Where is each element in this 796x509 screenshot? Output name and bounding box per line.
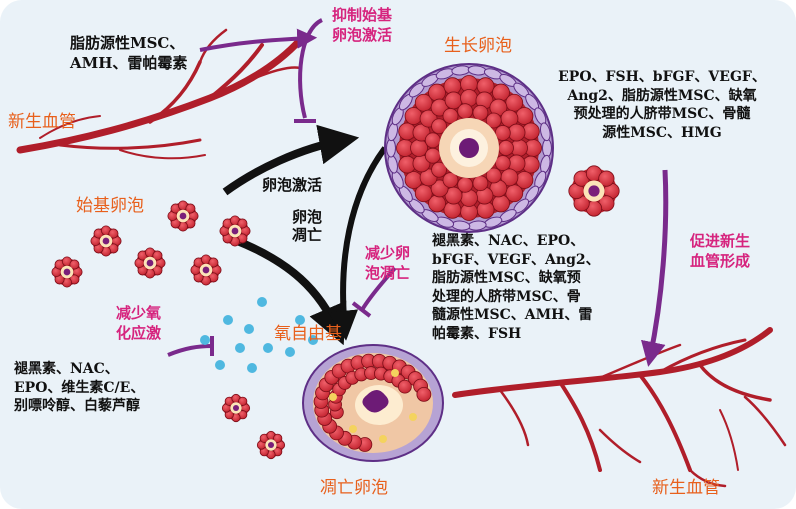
apoptosis-label-line1: 卵泡 [292,208,323,226]
inhibit-activation-pointer-arrow [199,28,318,52]
primordial-follicle-5 [190,254,222,286]
agent-line: 脂肪源性MSC、缺氧预 [432,270,581,287]
ros-label: 氧自由基 [274,324,342,344]
inhibit-activation-line1: 抑制始基 [332,6,393,24]
reduce-oxidative-line1: 减少氧 [116,304,162,322]
antioxidant-agents: 褪黑素、NAC、 EPO、维生素C/E、 别嘌呤醇、白藜芦醇 [14,360,144,416]
apoptosis-label: 卵泡 凋亡 [292,208,322,245]
agent-line: EPO、FSH、bFGF、VEGF、 [558,69,766,85]
agent-line: 脂肪源性MSC、 [70,34,185,52]
anti-apoptosis-agents: 褪黑素、NAC、EPO、 bFGF、VEGF、Ang2、 脂肪源性MSC、缺氧预… [432,232,600,344]
reduce-oxidative-arrow [167,336,214,357]
agent-line: 褪黑素、NAC、 [14,361,119,377]
agent-line: 预处理的人脐带MSC、骨髓 [573,106,751,123]
reduce-apoptosis-effect: 减少卵 泡凋亡 [365,244,410,283]
new-vessel-top-label: 新生血管 [8,112,76,132]
angiogenesis-arrow [640,169,669,367]
new-vessel-bottom-illustration [452,327,787,488]
agent-line: AMH、雷帕霉素 [70,53,188,72]
activation-label: 卵泡激活 [262,176,323,194]
new-vessel-top-illustration [16,28,304,160]
primordial-follicle-1 [90,225,122,257]
ros-dots [200,297,318,373]
early-growing-follicle [568,165,620,217]
agent-line: Ang2、脂肪源性MSC、缺氧 [567,87,757,104]
inhibit-activation-agents: 脂肪源性MSC、 AMH、雷帕霉素 [70,34,187,74]
reduce-apoptosis-line1: 减少卵 [365,244,411,262]
primordial-follicle-2 [167,200,199,232]
angiogenesis-line2: 血管形成 [690,251,751,270]
reduce-oxidative-effect: 减少氧 化应激 [116,304,161,343]
reduce-apoptosis-arrow [351,266,397,318]
degenerating-follicle-2 [256,430,286,460]
reduce-oxidative-line2: 化应激 [116,323,162,342]
growing-follicle-illustration [384,63,554,233]
inhibit-activation-arrow [294,18,324,123]
follicle-apoptosis-arrow [233,236,347,346]
agent-line: 髓源性MSC、AMH、雷 [432,307,593,324]
angiogenesis-effect: 促进新生 血管形成 [690,232,750,271]
apoptosis-label-line2: 凋亡 [292,226,323,245]
agent-line: EPO、维生素C/E、 [14,379,145,396]
new-vessel-bottom-label: 新生血管 [652,478,720,498]
agent-line: 褪黑素、NAC、EPO、 [432,233,585,249]
agent-line: 别嘌呤醇、白藜芦醇 [14,398,140,415]
agent-line: 帕霉素、FSH [432,326,522,343]
primordial-follicle-label: 始基卵泡 [76,196,144,216]
angiogenesis-agents: EPO、FSH、bFGF、VEGF、 Ang2、脂肪源性MSC、缺氧 预处理的人… [534,68,790,142]
follicle-activation-arrow [222,124,360,196]
agent-line: 处理的人脐带MSC、骨 [432,288,581,305]
atretic-follicle-label: 凋亡卵泡 [320,478,388,498]
primordial-follicle-4 [134,247,166,279]
growing-to-atretic-arrow [328,146,388,341]
inhibit-activation-line2: 卵泡激活 [332,25,393,44]
primordial-follicle-6 [51,256,83,288]
degenerating-follicle-1 [221,393,251,423]
agent-line: 源性MSC、HMG [602,124,722,141]
angiogenesis-line1: 促进新生 [690,232,751,250]
reduce-apoptosis-line2: 泡凋亡 [365,263,411,282]
primordial-follicle-3 [219,215,251,247]
follicles-layer [51,63,620,462]
inhibit-activation-effect: 抑制始基 卵泡激活 [332,6,392,45]
atretic-follicle-illustration [302,344,444,462]
growing-follicle-label: 生长卵泡 [444,36,512,56]
agent-line: bFGF、VEGF、Ang2、 [432,251,600,268]
